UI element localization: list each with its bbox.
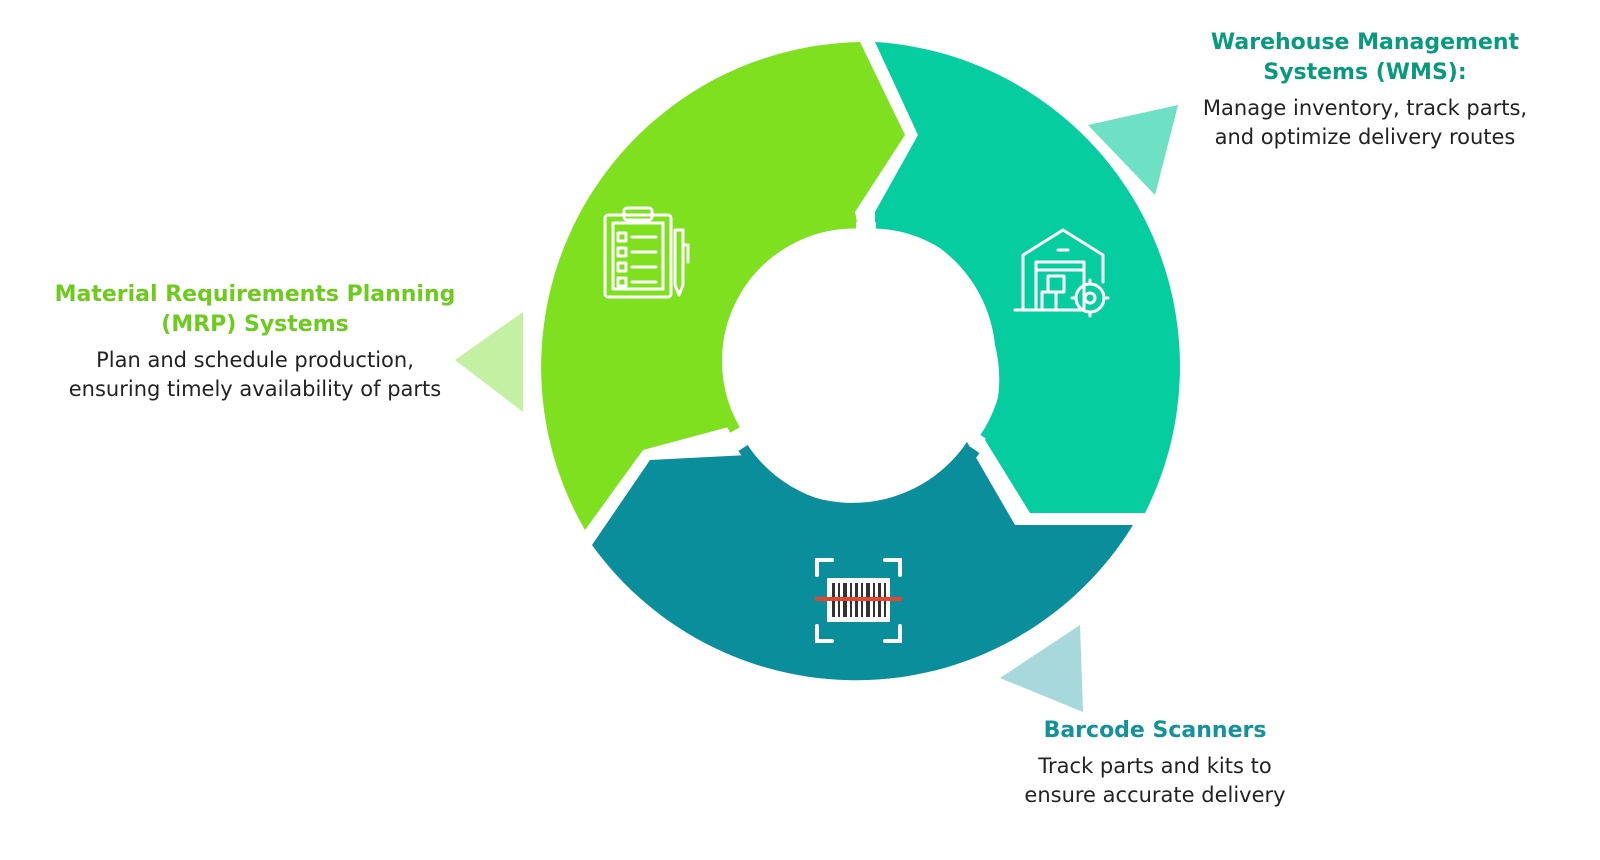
wms-label: Warehouse Management Systems (WMS): Mana…: [1165, 28, 1565, 152]
barcode-inner-arc: [738, 444, 980, 517]
mrp-inner-arc: [711, 217, 857, 433]
mrp-title: Material Requirements Planning (MRP) Sys…: [54, 282, 456, 337]
clipboard-checklist-icon: [603, 206, 690, 299]
wms-segment: [875, 42, 1180, 513]
wms-description: Manage inventory, track parts, and optim…: [1202, 96, 1528, 149]
barcode-pointer: [1000, 625, 1083, 712]
barcode-label: Barcode Scanners Track parts and kits to…: [990, 716, 1320, 810]
mrp-description: Plan and schedule production, ensuring t…: [68, 348, 442, 401]
mrp-label: Material Requirements Planning (MRP) Sys…: [20, 280, 490, 404]
wms-pointer: [1088, 105, 1178, 195]
center-circle: [734, 236, 986, 488]
barcode-scanner-icon: [815, 558, 902, 643]
wms-inner-arc: [875, 217, 1015, 442]
mrp-pointer: [455, 312, 523, 412]
warehouse-gear-icon: [1013, 228, 1110, 318]
barcode-segment: [592, 442, 1133, 681]
barcode-title: Barcode Scanners: [1043, 718, 1267, 743]
wms-title: Warehouse Management Systems (WMS):: [1210, 30, 1520, 85]
barcode-description: Track parts and kits to ensure accurate …: [1024, 754, 1286, 807]
mrp-segment: [541, 42, 905, 530]
